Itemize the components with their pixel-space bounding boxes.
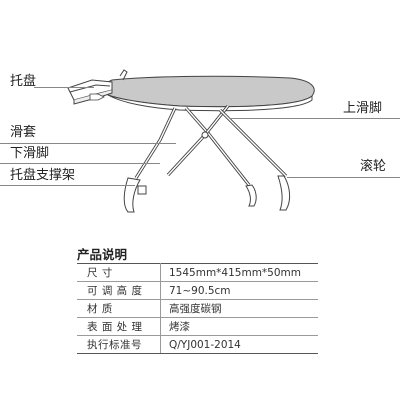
- spec-value: 烤漆: [160, 317, 318, 336]
- upper-slider-leader: [230, 118, 400, 119]
- foot-back: [137, 185, 147, 195]
- foot-right: [277, 175, 291, 211]
- spec-key: 尺 寸: [77, 263, 161, 282]
- label-lower-slider: 下滑脚: [10, 146, 50, 161]
- spec-value: 高强度碳钢: [160, 299, 318, 318]
- tray-assembly: [67, 69, 128, 105]
- spec-row: 尺 寸 1545mm*415mm*50mm: [77, 263, 318, 282]
- foot-left: [123, 177, 141, 213]
- label-tray: 托盘: [10, 74, 37, 89]
- spec-key: 材 质: [77, 299, 161, 318]
- label-roller: 滚轮: [360, 159, 387, 174]
- spec-row: 可 调 高 度 71~90.5cm: [77, 281, 318, 300]
- foot-mid: [245, 184, 257, 207]
- label-tray-bracket: 托盘支撑架: [10, 168, 76, 183]
- spec-table: 尺 寸 1545mm*415mm*50mm 可 调 高 度 71~90.5cm …: [77, 263, 318, 354]
- spec-value: Q/YJ001-2014: [160, 335, 318, 354]
- leg-roller-inner: [219, 109, 287, 177]
- spec-key: 执行标准号: [77, 335, 161, 354]
- tray-leader: [34, 87, 94, 88]
- spec-row: 材 质 高强度碳钢: [77, 299, 318, 318]
- ironing-board-illustration: [67, 69, 315, 213]
- spec-key: 表 面 处 理: [77, 317, 161, 336]
- spec-value: 71~90.5cm: [160, 281, 318, 300]
- spec-row: 执行标准号 Q/YJ001-2014: [77, 335, 318, 354]
- lower-slider-leader: [0, 163, 160, 164]
- label-upper-slider: 上滑脚: [343, 101, 383, 116]
- sleeve-leader: [0, 143, 176, 144]
- label-sleeve: 滑套: [10, 125, 37, 140]
- spec-title: 产品说明: [77, 247, 128, 262]
- spec-row: 表 面 处 理 烤漆: [77, 317, 318, 336]
- roller-leader: [287, 177, 400, 178]
- tray-bracket-leader: [0, 185, 135, 186]
- spec-value: 1545mm*415mm*50mm: [160, 263, 318, 282]
- leg-lower-inner: [135, 107, 176, 179]
- board-edge: [107, 94, 313, 112]
- spec-key: 可 调 高 度: [77, 281, 161, 300]
- pivot-joint: [201, 131, 209, 139]
